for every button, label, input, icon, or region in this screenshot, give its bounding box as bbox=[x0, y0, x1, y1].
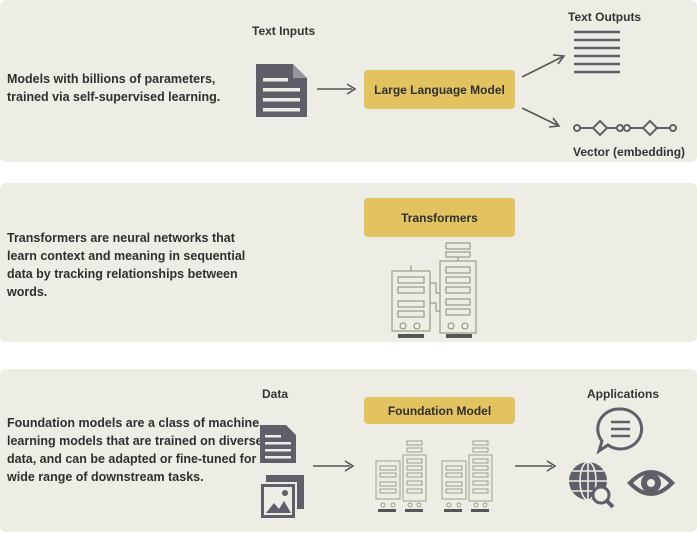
text-lines-icon bbox=[574, 30, 620, 74]
applications-label: Applications bbox=[587, 387, 660, 401]
transformers-panel: Transformers are neural networks that le… bbox=[0, 183, 697, 342]
eye-gear-icon bbox=[627, 470, 675, 496]
document-icon bbox=[260, 425, 296, 463]
foundation-model-box: Foundation Model bbox=[364, 397, 515, 424]
foundation-panel: Foundation models are a class of machine… bbox=[0, 369, 697, 532]
globe-search-icon bbox=[569, 461, 615, 509]
transformers-description: Transformers are neural networks that le… bbox=[7, 231, 246, 299]
arrow-icon bbox=[313, 460, 355, 472]
arrow-icon bbox=[521, 54, 566, 78]
chat-bubble-icon bbox=[596, 407, 644, 455]
data-label: Data bbox=[262, 387, 289, 401]
llm-box: Large Language Model bbox=[364, 70, 515, 109]
foundation-description: Foundation models are a class of machine… bbox=[7, 416, 267, 484]
transformers-box: Transformers bbox=[364, 198, 515, 237]
arrow-icon bbox=[515, 460, 557, 472]
text-outputs-label: Text Outputs bbox=[568, 10, 642, 24]
llm-panel: Models with billions of parameters, trai… bbox=[0, 0, 697, 162]
transformer-architecture-icon bbox=[375, 440, 427, 512]
arrow-icon bbox=[521, 107, 561, 128]
vector-embedding-icon bbox=[573, 119, 677, 137]
vector-label: Vector (embedding) bbox=[573, 145, 686, 159]
transformer-architecture-icon bbox=[441, 440, 493, 512]
llm-description: Models with billions of parameters, trai… bbox=[7, 72, 221, 104]
image-icon bbox=[259, 475, 304, 520]
transformer-architecture-icon bbox=[391, 242, 477, 338]
document-icon bbox=[256, 64, 307, 117]
arrow-icon bbox=[317, 83, 357, 95]
text-inputs-label: Text Inputs bbox=[252, 24, 316, 38]
